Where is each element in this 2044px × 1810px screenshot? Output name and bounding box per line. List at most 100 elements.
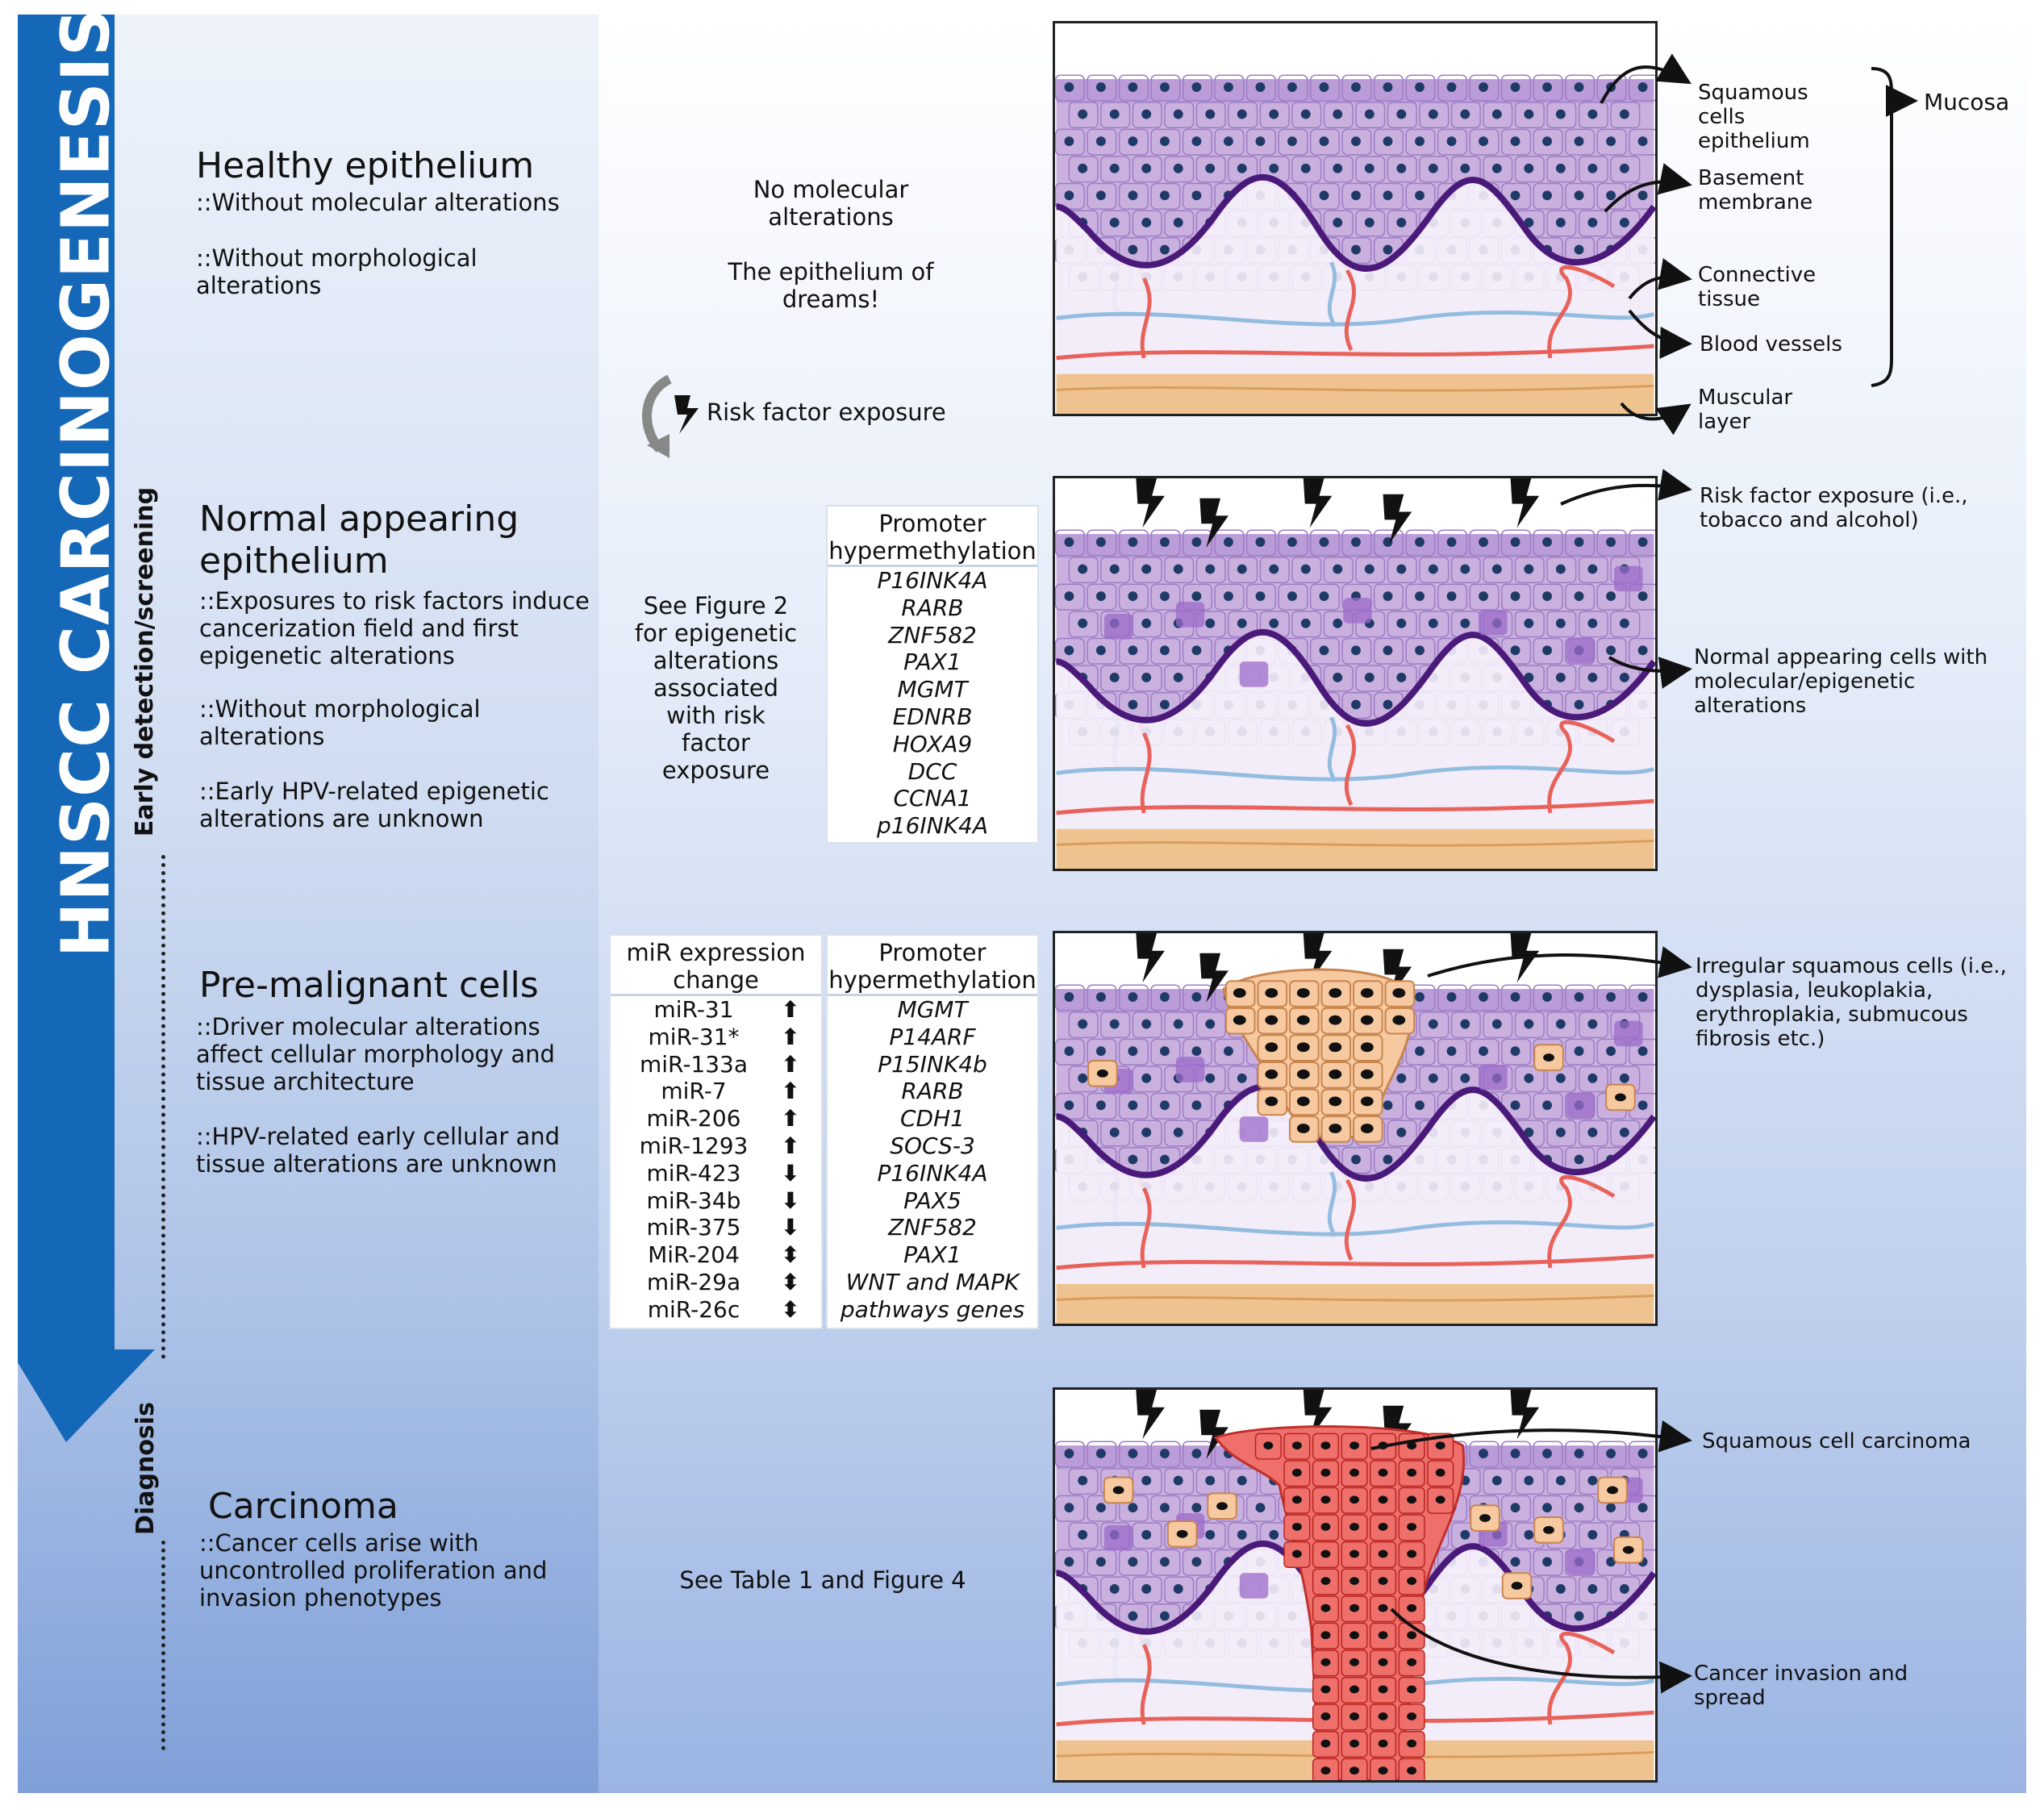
vessel-red — [1344, 269, 1356, 352]
tissue-panel-premalignant — [1053, 931, 1658, 1326]
lightning-icon — [1303, 1390, 1333, 1440]
see-table-1-text: See Table 1 and Figure 4 — [679, 1566, 966, 1594]
expression-direction-icon: ⬍ — [781, 1268, 800, 1295]
basement-membrane — [1056, 1083, 1655, 1182]
stage-normal-note-2: ::Without morphological alterations — [199, 695, 481, 750]
see-figure-2-text: See Figure 2 for epigenetic alterations … — [634, 592, 798, 784]
gene-cell: RARB — [901, 1078, 964, 1105]
vessel-blue — [1056, 310, 1655, 327]
curved-arrow-icon — [642, 374, 673, 458]
expression-direction-icon: ⬍ — [781, 1241, 800, 1269]
vessel-red — [1056, 344, 1654, 361]
basement-membrane — [1056, 173, 1655, 272]
altered-cell — [1479, 609, 1508, 636]
lightning-icon — [1136, 1390, 1165, 1440]
label-muscular-layer: Muscular layer — [1698, 386, 1793, 434]
label-risk-factor-exposure: Risk factor exposure (i.e., tobacco and … — [1700, 484, 1968, 532]
stage-healthy-note-2: ::Without morphological alterations — [196, 244, 478, 299]
no-molecular-alterations-text: No molecular alterations — [753, 176, 909, 231]
gene-cell: ZNF582 — [888, 1214, 977, 1241]
epithelium-layer — [1056, 79, 1654, 269]
altered-cell — [1175, 1057, 1205, 1082]
lightning-icon — [1303, 933, 1333, 983]
label-basement-membrane: Basement membrane — [1698, 166, 1813, 215]
expression-direction-icon: ⬍ — [781, 1295, 800, 1323]
table-header: Promoter hypermethylation — [828, 936, 1037, 996]
gene-cell: p16INK4A — [877, 812, 988, 840]
stage-healthy-title: Healthy epithelium — [196, 145, 535, 186]
label-squamous-cells: Squamous cells epithelium — [1698, 81, 1810, 153]
label-irregular-squamous-cells: Irregular squamous cells (i.e., dysplasi… — [1696, 954, 2007, 1051]
expression-direction-icon: ⬆ — [781, 1023, 800, 1050]
mir-name: miR-206 — [646, 1105, 741, 1132]
mir-name: miR-375 — [646, 1214, 741, 1241]
muscular-layer — [1056, 828, 1654, 869]
lightning-icon — [1303, 478, 1333, 528]
expression-direction-icon: ⬆ — [781, 1132, 800, 1159]
tissue-panel-normal-appearing — [1053, 476, 1658, 871]
lightning-icon — [674, 395, 699, 434]
altered-cell — [1343, 598, 1372, 623]
mir-row: miR-34b⬇ — [617, 1187, 821, 1215]
vessel-blue — [1056, 1220, 1655, 1237]
gene-cell: HOXA9 — [892, 730, 973, 757]
progression-arrow — [18, 15, 155, 1442]
altered-cell — [1614, 565, 1643, 592]
altered-cell — [1103, 1524, 1133, 1551]
lightning-icon — [1383, 949, 1412, 999]
altered-cell — [1175, 602, 1205, 628]
mir-name: miR-31 — [653, 996, 734, 1023]
early-detection-line — [161, 855, 165, 1359]
muscular-layer — [1056, 1283, 1654, 1324]
stage-normal-note-3: ::Early HPV-related epigenetic alteratio… — [199, 778, 549, 832]
vessel-red — [1344, 724, 1356, 807]
gene-cell: RARB — [901, 594, 964, 621]
expression-direction-icon: ⬇ — [781, 1214, 800, 1241]
altered-cell — [1239, 1116, 1269, 1142]
altered-cell — [1239, 1573, 1269, 1599]
vessel-red — [1547, 719, 1616, 814]
label-squamous-cell-carcinoma: Squamous cell carcinoma — [1702, 1429, 1971, 1453]
altered-cell — [1239, 661, 1269, 687]
label-blood-vessels: Blood vessels — [1700, 332, 1842, 357]
stage-healthy-note-1: ::Without molecular alterations — [196, 189, 560, 216]
irregular-squamous-cells — [1087, 968, 1636, 1143]
gene-cell: PAX1 — [903, 1241, 962, 1269]
vessel-red — [1140, 1643, 1152, 1725]
lightning-icon — [1136, 933, 1165, 983]
expression-direction-icon: ⬆ — [781, 1050, 800, 1078]
table-header: Promoter hypermethylation — [828, 507, 1037, 567]
mir-row: miR-31*⬆ — [617, 1024, 821, 1051]
vessel-blue — [1327, 1171, 1337, 1237]
mir-name: miR-7 — [661, 1078, 727, 1105]
expression-direction-icon: ⬆ — [781, 1105, 800, 1132]
tissue-panel-carcinoma — [1053, 1387, 1658, 1783]
table-header: miR expression change — [611, 936, 821, 996]
mir-row: miR-7 ⬆ — [617, 1078, 821, 1105]
tissue-panel-healthy — [1053, 21, 1658, 416]
diagnosis-line — [161, 1541, 165, 1750]
mir-row: miR-31⬆ — [617, 996, 821, 1024]
mir-row: MiR-204 ⬍ — [617, 1241, 821, 1269]
mir-name: miR-1293 — [639, 1132, 749, 1159]
gene-cell: pathways genes — [840, 1295, 1025, 1323]
vessel-red — [1056, 1710, 1654, 1727]
altered-cell — [1614, 1020, 1643, 1047]
altered-cell — [1566, 637, 1596, 664]
expression-direction-icon: ⬆ — [781, 1078, 800, 1105]
gene-cell: P15INK4b — [878, 1050, 987, 1078]
mir-name: miR-26c — [647, 1295, 740, 1323]
lightning-icon — [1199, 1409, 1228, 1459]
epithelium-layer — [1056, 534, 1654, 724]
gene-cell: P16INK4A — [877, 567, 988, 594]
label-cancer-invasion: Cancer invasion and spread — [1694, 1662, 1908, 1710]
vessel-red — [1140, 277, 1152, 359]
epithelium-of-dreams-text: The epithelium of dreams! — [728, 258, 934, 313]
stage-premalignant-title: Pre-malignant cells — [199, 965, 539, 1006]
expression-direction-icon: ⬇ — [781, 1187, 800, 1214]
vessel-red — [1056, 799, 1654, 815]
mir-name: MiR-204 — [648, 1241, 740, 1269]
gene-cell: WNT and MAPK — [845, 1268, 1020, 1295]
vessel-red — [1056, 1253, 1654, 1270]
